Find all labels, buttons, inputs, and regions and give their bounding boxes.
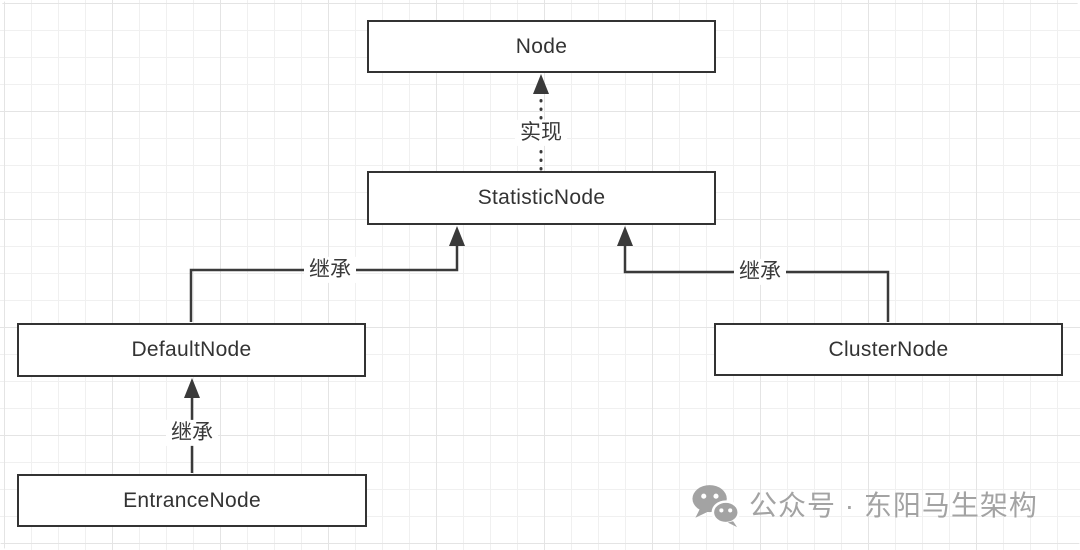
class-box-node: Node — [367, 20, 716, 73]
wechat-icon — [692, 485, 740, 528]
class-box-statistic-node: StatisticNode — [367, 171, 716, 225]
edge-label-inherit-right: 继承 — [734, 258, 786, 286]
class-label-statistic-node: StatisticNode — [477, 186, 606, 209]
edge-label-inherit-left: 继承 — [304, 256, 356, 284]
arrowhead-inherit-right — [617, 226, 633, 246]
arrowhead-realization — [533, 74, 549, 94]
edge-label-realization: 实现 — [515, 119, 567, 147]
class-box-entrance-node: EntranceNode — [17, 474, 367, 527]
watermark-text: 公众号 · 东阳马生架构 — [749, 490, 1038, 521]
edge-label-inherit-bottom: 继承 — [166, 419, 218, 447]
arrowhead-inherit-bottom — [184, 378, 200, 398]
watermark: 公众号 · 东阳马生架构 — [691, 484, 1038, 528]
class-label-default-node: DefaultNode — [131, 338, 252, 361]
class-box-cluster-node: ClusterNode — [714, 323, 1063, 376]
class-label-entrance-node: EntranceNode — [123, 488, 261, 512]
class-label-node: Node — [515, 34, 568, 58]
arrowhead-inherit-left — [449, 226, 465, 246]
class-box-default-node: DefaultNode — [17, 323, 366, 377]
class-label-cluster-node: ClusterNode — [828, 337, 949, 361]
